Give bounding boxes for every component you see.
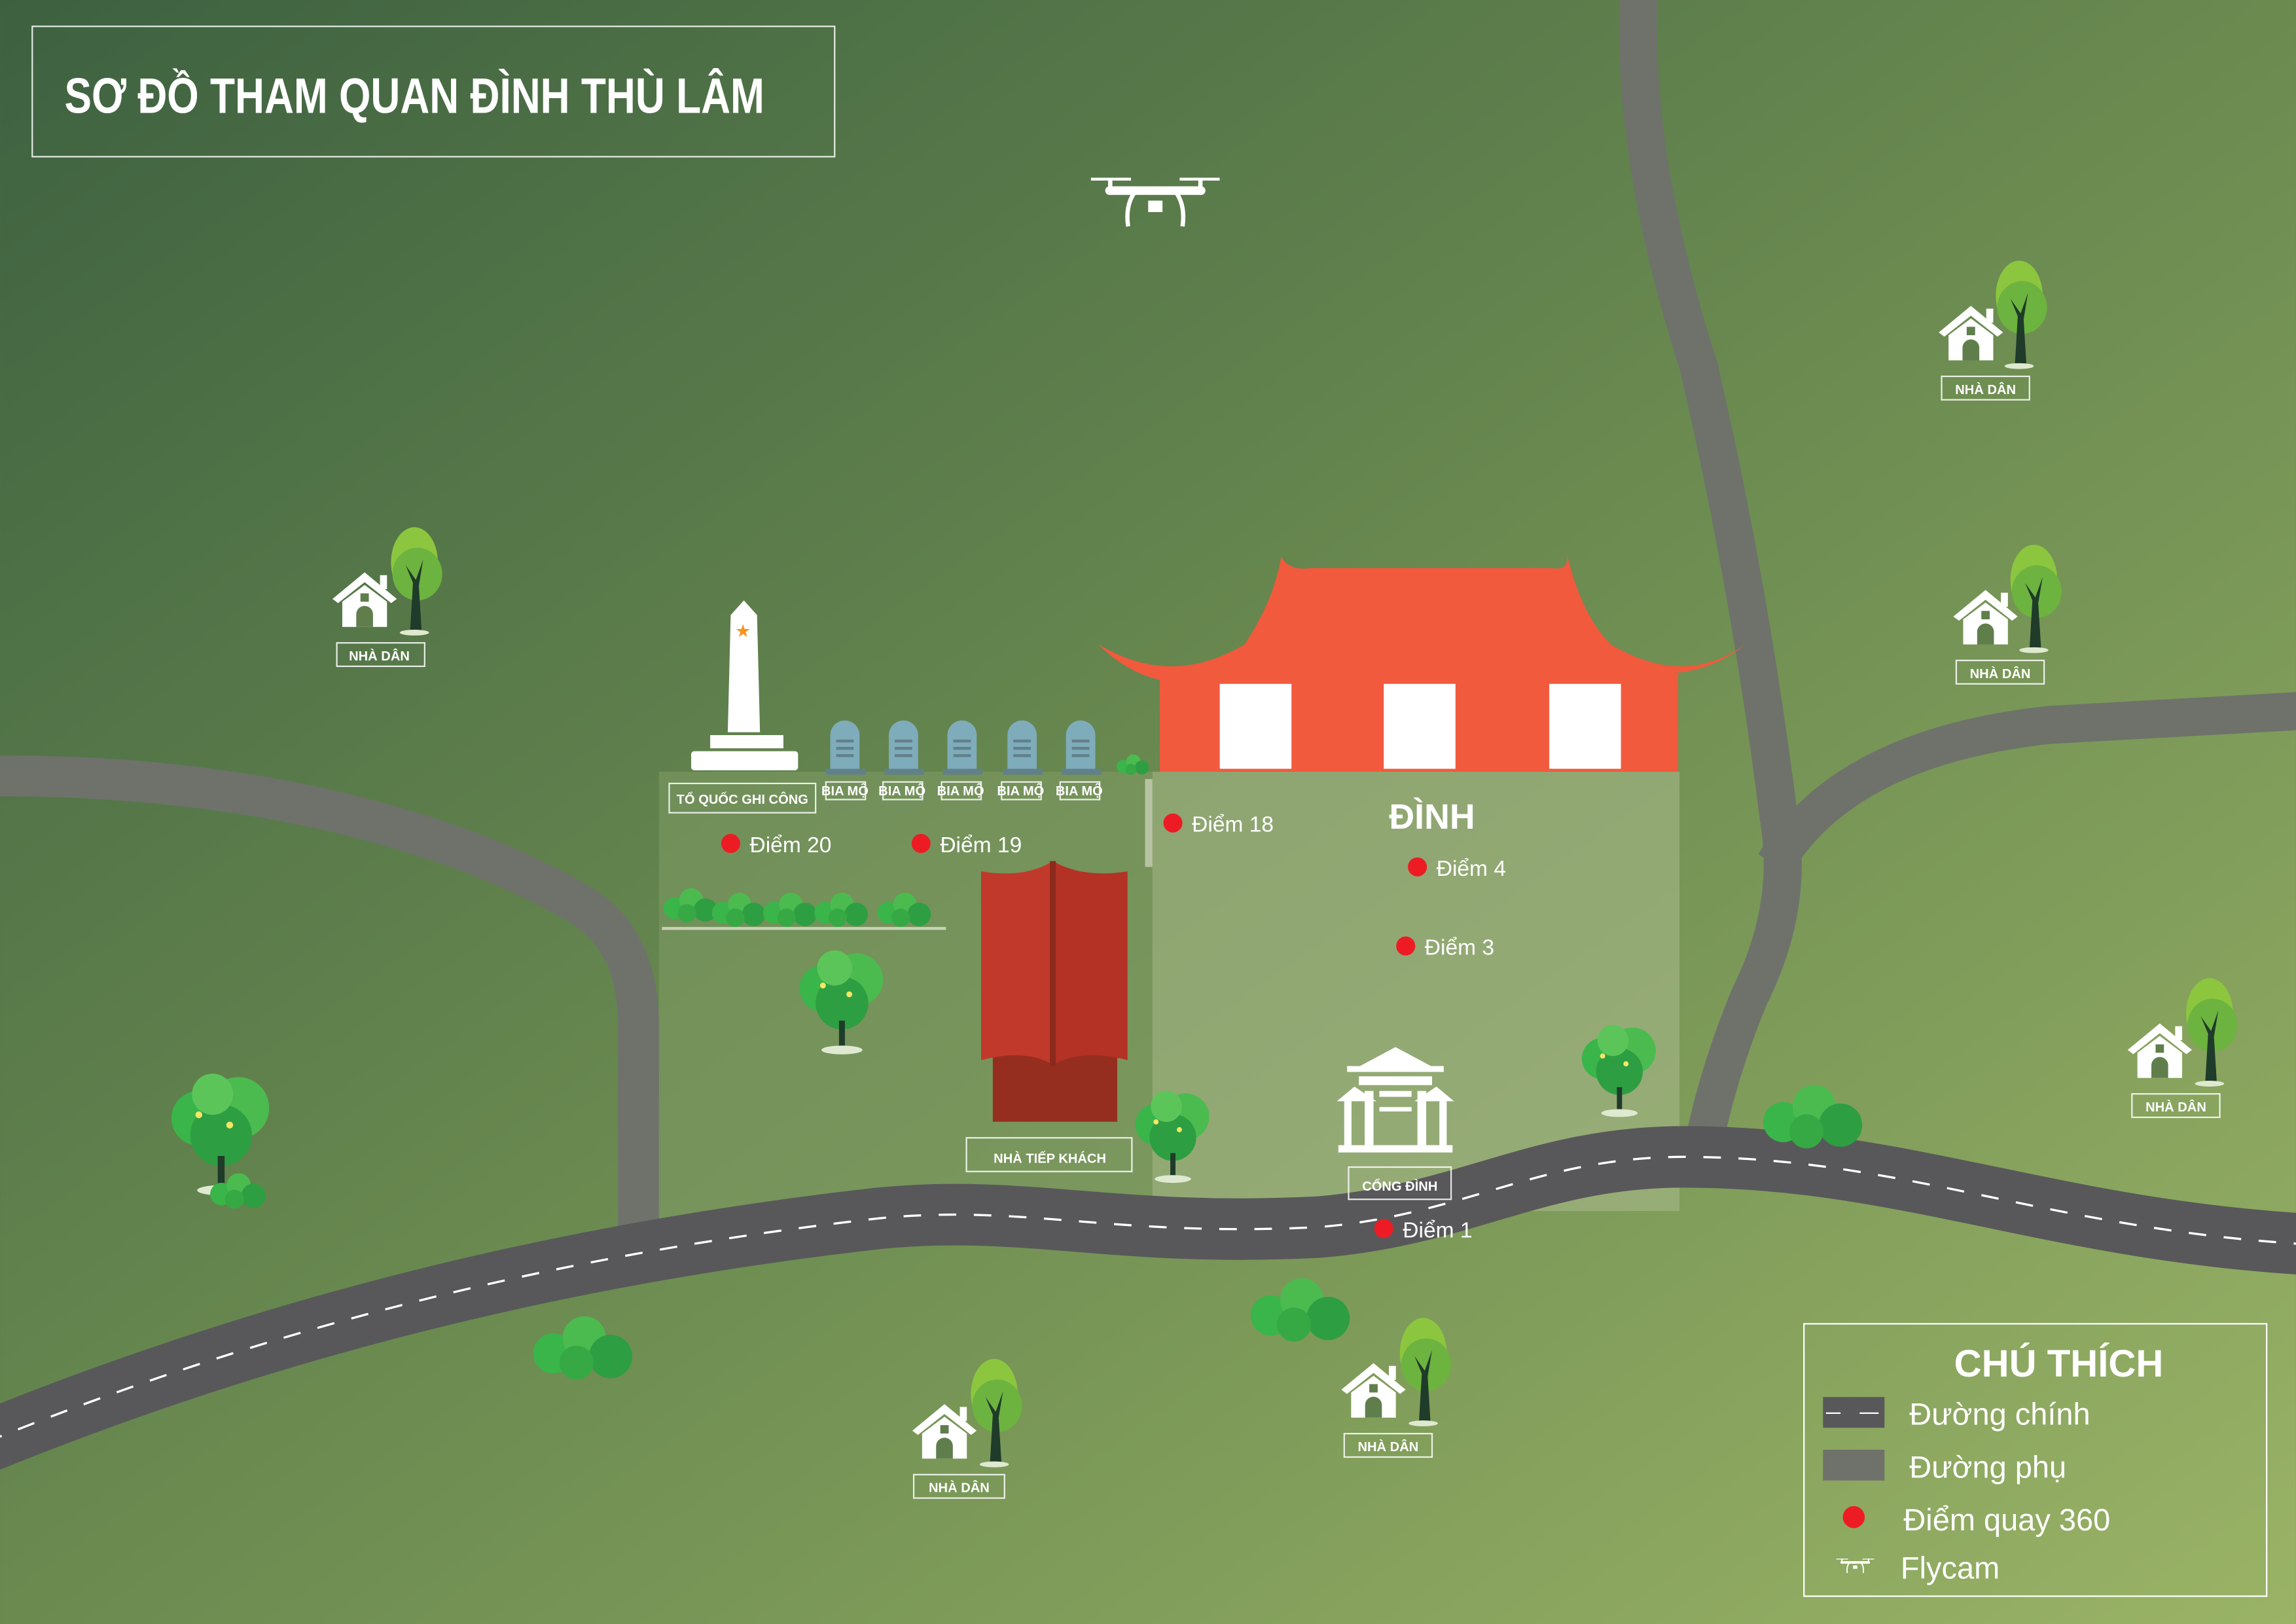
memorial-monument: ★ (691, 600, 798, 770)
memorial-label: TỔ QUỐC GHI CÔNG (677, 791, 808, 807)
map-title: SƠ ĐỒ THAM QUAN ĐÌNH THÙ LÂM (65, 67, 764, 124)
side-road-east (1758, 692, 2296, 875)
svg-text:NHÀ DÂN: NHÀ DÂN (1970, 666, 2031, 681)
tomb-labels: BIA MỘ BIA MỘ BIA MỘ BIA MỘ BIA MỘ (821, 781, 1103, 801)
legend: CHÚ THÍCH Đường chính Đường phụ Điểm qua… (1803, 1323, 2268, 1597)
tomb-label: BIA MỘ (878, 783, 925, 799)
svg-text:Điểm 20[interactable]: Điểm 20 (749, 833, 831, 857)
point-18[interactable]: Điểm 18 (1163, 813, 1274, 837)
tombstones (825, 720, 1102, 775)
tomb-label: BIA MỘ (821, 783, 869, 799)
star-icon: ★ (735, 621, 751, 641)
point-19[interactable]: Điểm 19 (911, 833, 1022, 857)
svg-text:NHÀ DÂN: NHÀ DÂN (1357, 1439, 1418, 1454)
guest-house-label: NHÀ TIẾP KHÁCH (994, 1151, 1106, 1166)
gate-label-box (1348, 1166, 1452, 1200)
svg-text:NHÀ DÂN: NHÀ DÂN (349, 648, 410, 664)
house-3: NHÀ DÂN (1953, 545, 2062, 685)
house-4: NHÀ DÂN (2127, 978, 2238, 1119)
tomb-label: BIA MỘ (937, 783, 984, 799)
tomb-label: BIA MỘ (1056, 783, 1103, 799)
legend-title: CHÚ THÍCH (1954, 1343, 2164, 1385)
guest-house-label-box (965, 1137, 1133, 1172)
point-1[interactable]: Điểm 1 (1374, 1218, 1473, 1242)
tomb-label: BIA MỘ (997, 783, 1044, 799)
side-road-west (0, 755, 659, 1231)
svg-text:NHÀ DÂN: NHÀ DÂN (1955, 382, 2016, 397)
point-3[interactable]: Điểm 3 (1396, 936, 1494, 960)
svg-text:Điểm 4[interactable]: Điểm 4 (1437, 857, 1506, 881)
side-road-swatch (1823, 1449, 1885, 1481)
fence (1145, 779, 1153, 867)
house-2: NHÀ DÂN (1939, 261, 2047, 401)
point-20[interactable]: Điểm 20 (721, 833, 832, 857)
temple-building[interactable] (1098, 553, 1746, 772)
legend-side-road: Đường phụ (1909, 1449, 2066, 1484)
house-6: NHÀ DÂN (1341, 1318, 1452, 1458)
legend-point-360: Điểm quay 360 (1903, 1502, 2110, 1537)
house-5: NHÀ DÂN (912, 1359, 1022, 1499)
svg-text:Điểm 18[interactable]: Điểm 18 (1192, 813, 1274, 837)
memorial-label-box (668, 782, 817, 814)
side-road-north (1619, 0, 1802, 1175)
temple-gate[interactable] (1336, 1047, 1454, 1153)
house-1: NHÀ DÂN (332, 527, 442, 668)
legend-flycam: Flycam (1901, 1551, 2000, 1585)
temple-label: ĐÌNH (1389, 797, 1475, 837)
guest-house-building[interactable] (980, 861, 1128, 1122)
point-swatch (1842, 1506, 1865, 1528)
legend-main-road: Đường chính (1909, 1397, 2090, 1432)
point-4[interactable]: Điểm 4 (1408, 857, 1506, 881)
svg-text:Điểm 19[interactable]: Điểm 19 (940, 833, 1022, 857)
gate-label: CỔNG ĐÌNH (1362, 1178, 1437, 1194)
svg-text:NHÀ DÂN: NHÀ DÂN (929, 1480, 990, 1496)
svg-text:NHÀ DÂN: NHÀ DÂN (2145, 1099, 2206, 1115)
main-road (0, 1126, 2296, 1470)
residential-houses: NHÀ DÂN NHÀ DÂN NHÀ DÂN NHÀ DÂN NHÀ DÂN … (332, 261, 2238, 1499)
svg-text:Điểm 3[interactable]: Điểm 3 (1425, 936, 1494, 960)
svg-text:Điểm 1[interactable]: Điểm 1 (1403, 1218, 1472, 1242)
title-box (31, 26, 836, 158)
